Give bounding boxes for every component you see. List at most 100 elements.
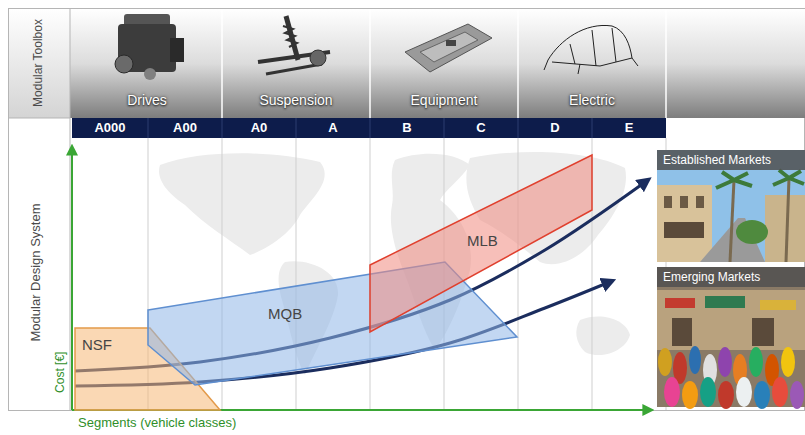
market-heading: Emerging Markets (657, 267, 805, 287)
photo-window (664, 196, 672, 208)
photo-palm-leaves (716, 172, 752, 188)
label-holder: D (550, 121, 560, 136)
label-holder: Modular Toolbox (32, 19, 46, 107)
photo-person (689, 346, 701, 374)
photo-person (700, 377, 716, 407)
market-heading: Established Markets (657, 150, 805, 170)
header-divider (517, 9, 519, 118)
photo-person (736, 377, 752, 407)
header-divider (665, 9, 667, 118)
suspension-arm (266, 64, 322, 74)
toolbox-header (70, 9, 805, 118)
photo-person (718, 381, 734, 409)
segment-separator (148, 118, 149, 138)
region-shape (370, 155, 592, 332)
wire (548, 25, 632, 60)
photo-window (680, 196, 688, 208)
label-holder: Drives (127, 92, 167, 108)
gridline (518, 138, 519, 410)
suspension-icon (258, 16, 330, 74)
side-divider (9, 118, 70, 119)
side-divider (70, 9, 71, 410)
photo-window (696, 196, 704, 208)
segment-separator (296, 118, 297, 138)
photo-palm-trunk (786, 178, 789, 262)
photo-crowd (658, 346, 804, 409)
label-holder: A0 (251, 121, 268, 136)
axis-title: Cost [€] (54, 351, 68, 393)
axis-title: Segments (vehicle classes) (78, 416, 237, 431)
suspension-spring (283, 26, 297, 47)
segment-separator (222, 118, 223, 138)
street-photo (657, 150, 805, 262)
cost-axis (71, 146, 73, 410)
section-title: Modular Design System (29, 203, 44, 341)
segment-class: A (328, 121, 338, 136)
segment-class: A0 (251, 121, 268, 136)
header-divider (369, 9, 371, 118)
photo-person (718, 347, 732, 377)
photo-sign (705, 296, 745, 308)
wire (570, 28, 616, 66)
wire (544, 58, 638, 74)
photo-sky (657, 150, 805, 262)
module-name: Electric (569, 92, 615, 108)
market-panel: Established Markets (657, 150, 805, 262)
module-name: Suspension (259, 92, 333, 108)
equipment-panel (420, 32, 478, 62)
frame (9, 9, 805, 411)
label-holder: Electric (569, 92, 615, 108)
module-name: Drives (127, 92, 167, 108)
photo-doorway (752, 318, 774, 346)
label-holder: A (328, 121, 338, 136)
photo-person (754, 381, 770, 409)
map-continent (576, 316, 630, 355)
label-holder: Modular Design System (29, 203, 44, 341)
segment-gridlines (148, 138, 666, 410)
segment-class: C (476, 121, 486, 136)
segment-class: D (550, 121, 560, 136)
photo-palm-trunk (730, 180, 734, 262)
photo-palm-leaves (773, 170, 804, 185)
wiring-icon (544, 25, 638, 74)
photo-person (790, 381, 804, 409)
photo-person (664, 377, 680, 407)
header-dividers (222, 9, 666, 118)
photo-doorway (672, 318, 692, 346)
suspension-hub (310, 50, 326, 66)
photo-shopfront (664, 222, 704, 238)
segment-class: A00 (173, 121, 197, 136)
photo-person (749, 347, 763, 377)
label-holder: Equipment (411, 92, 478, 108)
platform-name: MLB (467, 232, 498, 249)
section-title: Modular Toolbox (32, 19, 46, 107)
platform-region: MLB (370, 155, 592, 332)
engine-pulley (115, 55, 133, 73)
engine-pulley (144, 68, 156, 80)
crowd-photo (657, 267, 805, 409)
segment-class: E (625, 121, 634, 136)
label-holder: Segments (vehicle classes) (78, 416, 237, 431)
toolbox-side-header (9, 9, 70, 118)
label-holder: C (476, 121, 486, 136)
segment-separator (518, 118, 519, 138)
header-divider (221, 9, 223, 118)
segment-separators (148, 118, 592, 138)
module-name: Equipment (411, 92, 478, 108)
segment-separator (444, 118, 445, 138)
segment-class: B (402, 121, 412, 136)
platform-name: MQB (268, 305, 302, 322)
platform-name: NSF (82, 336, 112, 353)
label-holder: E (625, 121, 634, 136)
equipment-part (446, 40, 456, 46)
engine-icon (115, 14, 184, 80)
photo-sign (760, 300, 796, 310)
wire (552, 58, 632, 66)
segment-separator (370, 118, 371, 138)
photo-building (657, 185, 712, 262)
photo-person (772, 377, 788, 407)
photo-person (658, 348, 672, 376)
engine-part (170, 38, 184, 62)
